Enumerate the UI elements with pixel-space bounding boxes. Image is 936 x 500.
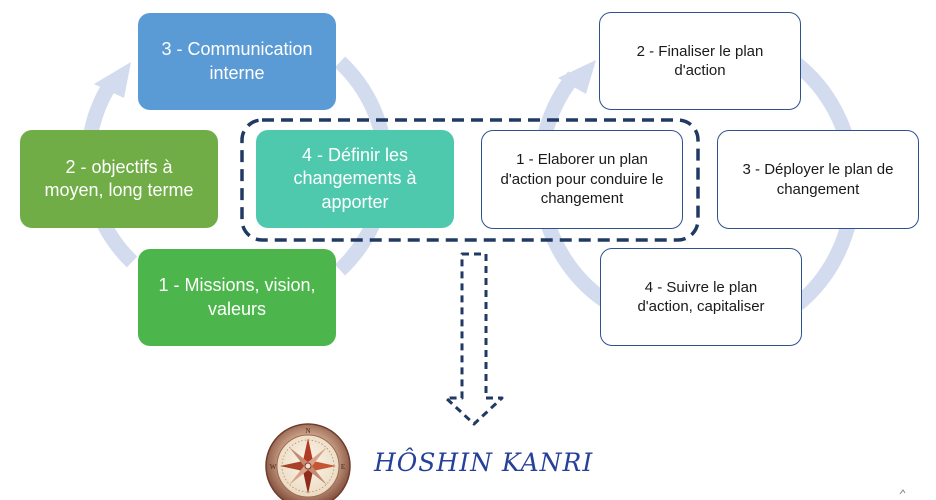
- box-finaliser-plan: 2 - Finaliser le plan d'action: [599, 12, 801, 110]
- dashed-down-arrow: [444, 252, 504, 426]
- box-deployer-plan: 3 - Déployer le plan de changement: [717, 130, 919, 229]
- box-definir-changements: 4 - Définir les changements à apporter: [256, 130, 454, 228]
- box-missions-vision-valeurs: 1 - Missions, vision, valeurs: [138, 249, 336, 346]
- left-ring-arrowhead: [94, 62, 131, 98]
- box-elaborer-plan: 1 - Elaborer un plan d'action pour condu…: [481, 130, 683, 229]
- compass-rose-icon: N E W: [265, 423, 351, 500]
- brand-title: HÔSHIN KANRI: [374, 448, 594, 477]
- compass-letter-e: E: [341, 463, 345, 471]
- right-ring-arrowhead: [558, 60, 596, 94]
- dashed-group-frame: [240, 118, 700, 242]
- box-objectifs-moyen-long-terme: 2 - objectifs à moyen, long terme: [20, 130, 218, 228]
- compass-letter-n: N: [305, 427, 310, 435]
- box-suivre-plan: 4 - Suivre le plan d'action, capitaliser: [600, 248, 802, 346]
- compass-letter-w: W: [270, 463, 277, 471]
- corner-mark: [899, 489, 906, 495]
- box-communication-interne: 3 - Communication interne: [138, 13, 336, 110]
